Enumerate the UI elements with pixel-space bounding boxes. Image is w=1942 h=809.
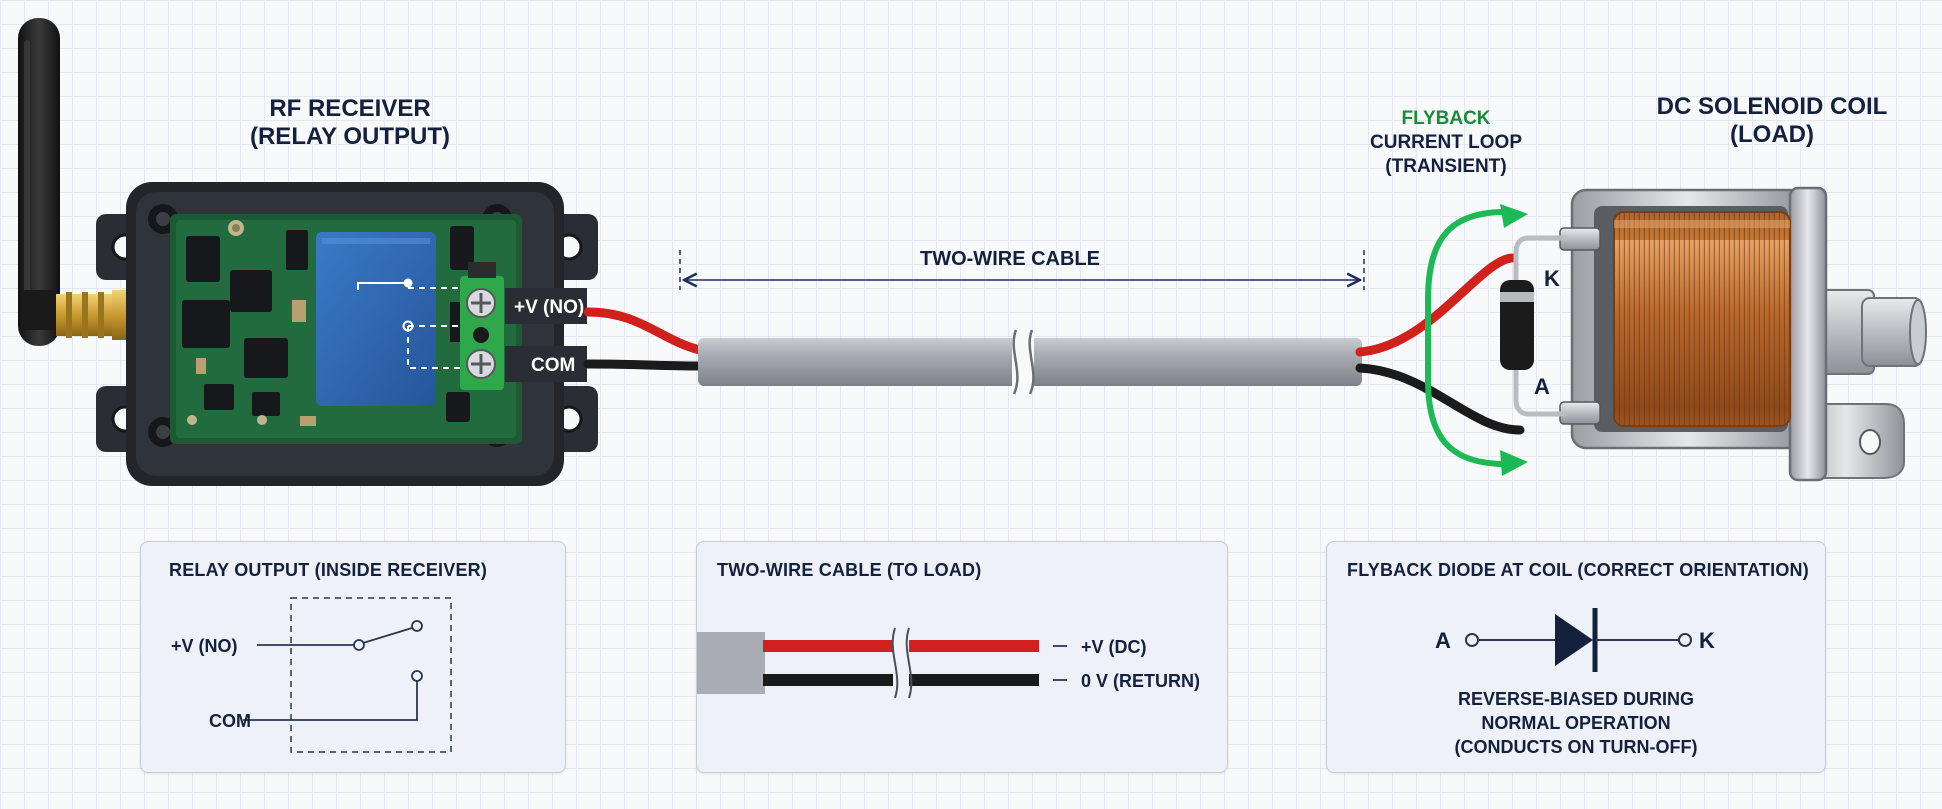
diode-anode-label: A [1534,374,1550,399]
relay-module [316,232,436,406]
diode-schematic: A K REVERSE-BIASED DURING NORMAL OPERATI… [1435,608,1715,757]
diode-panel-cathode: K [1699,628,1715,653]
relay-schematic: +V (NO) COM [171,597,452,753]
relay-no-label: +V (NO) [171,636,238,656]
cable-label: TWO-WIRE CABLE [920,248,1100,270]
diode-note-line3: (CONDUCTS ON TURN-OFF) [1455,737,1698,757]
relay-output-panel: RELAY OUTPUT (INSIDE RECEIVER) +V (NO) C… [140,541,566,773]
flyback-arrow-top [1500,204,1528,228]
cable-schematic: +V (DC) 0 V (RETURN) [697,627,1200,699]
flyback-note: (TRANSIENT) [1385,156,1506,177]
relay-com-label: COM [209,711,251,731]
diode-panel-anode: A [1435,628,1451,653]
black-wire-right [1355,363,1525,435]
cable-black-label: 0 V (RETURN) [1081,671,1200,691]
relay-panel-title: RELAY OUTPUT (INSIDE RECEIVER) [169,560,488,580]
red-wire-left [583,307,705,355]
rf-receiver [96,182,598,486]
cable-red-label: +V (DC) [1081,637,1147,657]
flyback-current-loop [1425,204,1528,476]
red-wire-right [1355,253,1517,357]
flyback-diode [1500,235,1566,417]
receiver-subtitle: (RELAY OUTPUT) [250,123,450,150]
diode-note-line2: NORMAL OPERATION [1481,713,1670,733]
dc-solenoid-coil [1559,186,1927,482]
two-wire-cable [583,253,1525,435]
solenoid-subtitle: (LOAD) [1730,121,1814,148]
solenoid-title: DC SOLENOID COIL [1657,93,1888,120]
diode-note-line1: REVERSE-BIASED DURING [1458,689,1694,709]
receiver-title: RF RECEIVER [269,95,430,122]
flyback-subtitle: CURRENT LOOP [1370,132,1522,153]
relay-switch-arm [362,627,413,644]
flyback-title: FLYBACK [1401,108,1490,129]
terminal-label-no: +V (NO) [514,297,584,318]
diode-cathode-label: K [1544,266,1560,291]
terminal-label-com: COM [531,355,575,376]
diode-cathode-band [1500,292,1534,302]
relay-dashed-box [290,597,452,753]
copper-coil [1614,212,1790,426]
cable-panel: TWO-WIRE CABLE (TO LOAD) +V (DC) 0 V (RE… [696,541,1228,773]
cable-panel-title: TWO-WIRE CABLE (TO LOAD) [717,560,982,580]
black-wire-left [583,359,705,371]
diode-symbol-triangle [1555,614,1593,666]
antenna [18,18,128,346]
relay-common-pivot [353,639,365,651]
diode-panel: FLYBACK DIODE AT COIL (CORRECT ORIENTATI… [1326,541,1826,773]
diode-panel-title: FLYBACK DIODE AT COIL (CORRECT ORIENTATI… [1347,560,1809,580]
flyback-arrow-bottom [1500,450,1528,476]
